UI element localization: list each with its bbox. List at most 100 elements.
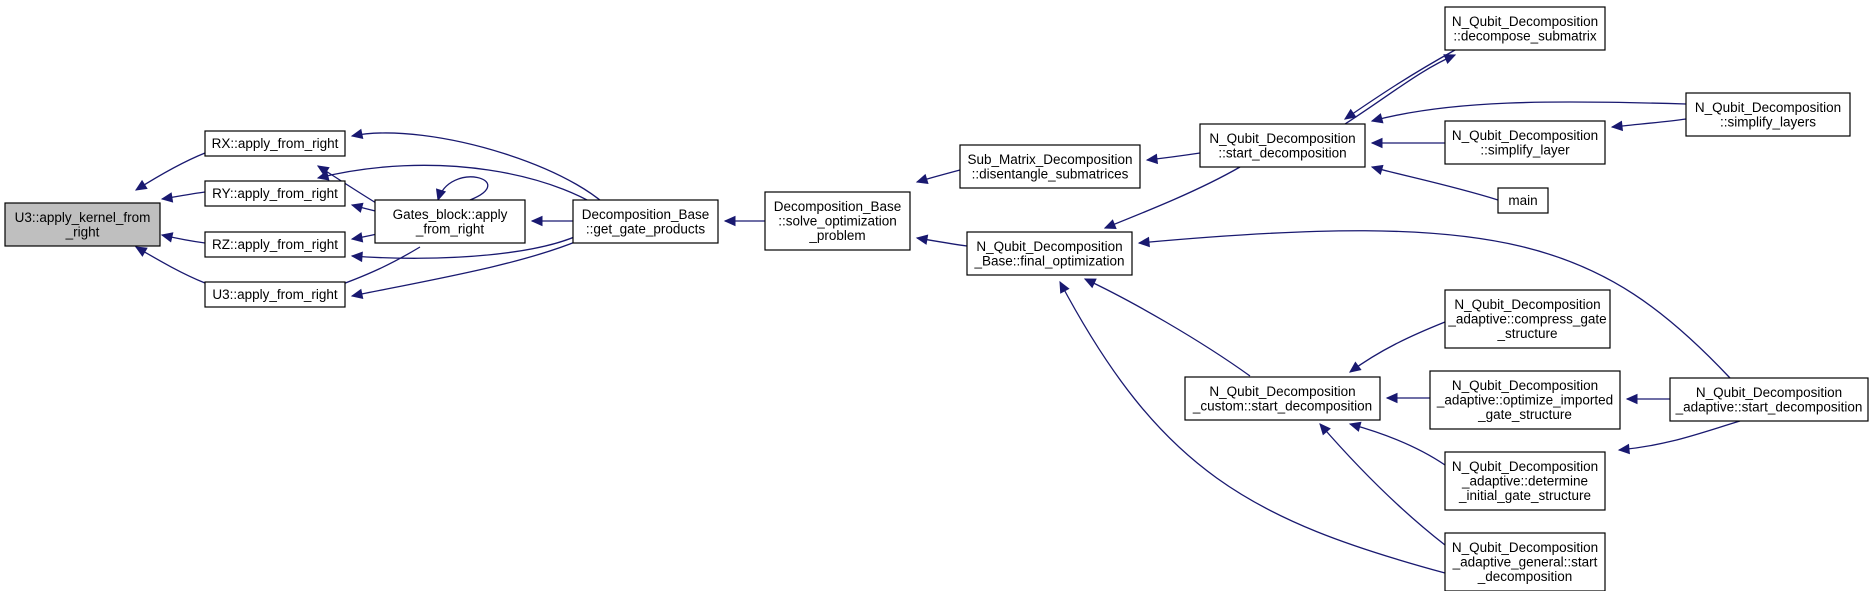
node-label-line: _adaptive::compress_gate: [1447, 312, 1606, 327]
node-rz[interactable]: RZ::apply_from_right: [204, 231, 346, 258]
node-determ[interactable]: N_Qubit_Decomposition_adaptive::determin…: [1444, 451, 1606, 511]
node-label-line: ::decompose_submatrix: [1453, 28, 1597, 43]
edge-rz-to-u3_kernel: [160, 232, 206, 244]
node-main[interactable]: main: [1497, 187, 1549, 214]
edge-optimp-to-custom: [1385, 392, 1430, 404]
arrowhead: [1319, 423, 1331, 436]
node-box: [374, 199, 526, 244]
arrowhead: [1103, 219, 1117, 229]
edge-line: [1059, 281, 1446, 574]
node-label-line: U3::apply_kernel_from: [15, 210, 151, 225]
node-label-line: N_Qubit_Decomposition: [1209, 384, 1355, 399]
node-label-line: N_Qubit_Decomposition: [1209, 131, 1355, 146]
node-box: [204, 180, 346, 207]
node-label-line: _adaptive_general::start: [1452, 555, 1598, 570]
node-label-line: ::start_decomposition: [1218, 145, 1346, 160]
edge-line: [1084, 278, 1251, 377]
node-label-line: N_Qubit_Decomposition: [1454, 297, 1600, 312]
node-final[interactable]: N_Qubit_Decomposition_Base::final_optimi…: [966, 231, 1133, 276]
node-solve[interactable]: Decomposition_Base::solve_optimization_p…: [764, 191, 911, 251]
arrowhead: [1343, 108, 1357, 120]
edge-line: [135, 152, 206, 191]
arrowhead: [350, 288, 364, 300]
arrowhead: [1625, 393, 1638, 405]
edge-line: [1349, 321, 1446, 373]
node-u3[interactable]: U3::apply_from_right: [204, 281, 346, 308]
node-label-line: _right: [65, 224, 100, 239]
node-box: [1444, 6, 1606, 51]
arrowhead: [1348, 421, 1362, 432]
node-simpls[interactable]: N_Qubit_Decomposition::simplify_layers: [1685, 92, 1851, 137]
node-box: [204, 231, 346, 258]
edge-adapt-to-optimp: [1625, 393, 1671, 405]
node-rx[interactable]: RX::apply_from_right: [204, 130, 346, 157]
arrowhead: [350, 128, 364, 140]
node-getgp[interactable]: Decomposition_Base::get_gate_products: [572, 199, 719, 244]
edge-line: [1618, 420, 1741, 451]
node-compress[interactable]: N_Qubit_Decomposition_adaptive::compress…: [1444, 289, 1611, 349]
node-optimp[interactable]: N_Qubit_Decomposition_adaptive::optimize…: [1429, 370, 1621, 430]
arrowhead: [1059, 280, 1070, 294]
edge-main-to-nq_start: [1370, 164, 1499, 201]
arrowhead: [1610, 120, 1624, 132]
edge-solve-to-getgp: [723, 215, 765, 227]
edge-determ-to-custom: [1348, 421, 1446, 466]
arrowhead: [1083, 278, 1097, 289]
node-box: [1444, 451, 1606, 511]
node-label-line: ::solve_optimization: [778, 214, 897, 229]
node-box: [4, 202, 161, 247]
edge-final-to-solve: [915, 234, 968, 247]
node-box: [1685, 92, 1851, 137]
node-label-line: ::disentangle_submatrices: [972, 166, 1129, 181]
arrowhead: [134, 179, 148, 191]
node-label-line: _gate_structure: [1477, 407, 1572, 422]
node-gates[interactable]: Gates_block::apply_from_right: [374, 199, 526, 244]
node-label-line: RX::apply_from_right: [212, 136, 339, 151]
node-box: [1669, 377, 1869, 422]
node-u3_kernel[interactable]: U3::apply_kernel_from_right: [4, 202, 161, 247]
arrowhead: [316, 170, 330, 181]
node-box: [1444, 289, 1611, 349]
edge-line: [1349, 423, 1446, 466]
node-box: [1199, 123, 1366, 168]
node-decsub[interactable]: N_Qubit_Decomposition::decompose_submatr…: [1444, 6, 1606, 51]
node-label-line: Decomposition_Base: [774, 199, 902, 214]
arrowhead: [1443, 54, 1457, 64]
arrowhead: [350, 202, 364, 213]
node-box: [204, 281, 346, 308]
edge-general-to-final: [1059, 280, 1446, 574]
edge-getgp-to-u3: [350, 239, 581, 300]
arrowhead: [1370, 113, 1384, 124]
edge-custom-to-final: [1083, 278, 1251, 377]
node-ry[interactable]: RY::apply_from_right: [204, 180, 346, 207]
edge-rx-to-u3_kernel: [134, 152, 206, 191]
node-label-line: Gates_block::apply: [393, 207, 508, 222]
node-sub[interactable]: Sub_Matrix_Decomposition::disentangle_su…: [959, 144, 1141, 189]
node-box: [1444, 532, 1606, 591]
edge-line: [1104, 166, 1241, 229]
arrowhead: [1137, 236, 1150, 248]
arrowhead: [435, 188, 447, 202]
edge-sub-to-solve: [915, 169, 961, 184]
node-label-line: ::simplify_layers: [1720, 114, 1816, 129]
node-general[interactable]: N_Qubit_Decomposition_adaptive_general::…: [1444, 532, 1606, 591]
node-label-line: _custom::start_decomposition: [1192, 398, 1372, 413]
node-label-line: _Base::final_optimization: [973, 253, 1124, 268]
node-label-line: Sub_Matrix_Decomposition: [967, 152, 1132, 167]
node-label-line: N_Qubit_Decomposition: [1696, 385, 1842, 400]
edge-u3-to-u3_kernel: [134, 246, 206, 284]
node-label-line: N_Qubit_Decomposition: [1695, 100, 1841, 115]
node-label-line: _decomposition: [1477, 569, 1573, 584]
node-nq_start[interactable]: N_Qubit_Decomposition::start_decompositi…: [1199, 123, 1366, 168]
edge-line: [1138, 230, 1731, 379]
node-box: [959, 144, 1141, 189]
node-simpl1[interactable]: N_Qubit_Decomposition::simplify_layer: [1444, 120, 1606, 165]
arrowhead: [1617, 443, 1630, 455]
node-label-line: N_Qubit_Decomposition: [1452, 14, 1598, 29]
node-custom[interactable]: N_Qubit_Decomposition_custom::start_deco…: [1184, 376, 1381, 421]
node-label-line: _initial_gate_structure: [1458, 488, 1591, 503]
edge-line: [1371, 101, 1687, 122]
edge-line: [437, 176, 489, 201]
node-adapt[interactable]: N_Qubit_Decomposition_adaptive::start_de…: [1669, 377, 1869, 422]
arrowhead: [1349, 361, 1362, 373]
